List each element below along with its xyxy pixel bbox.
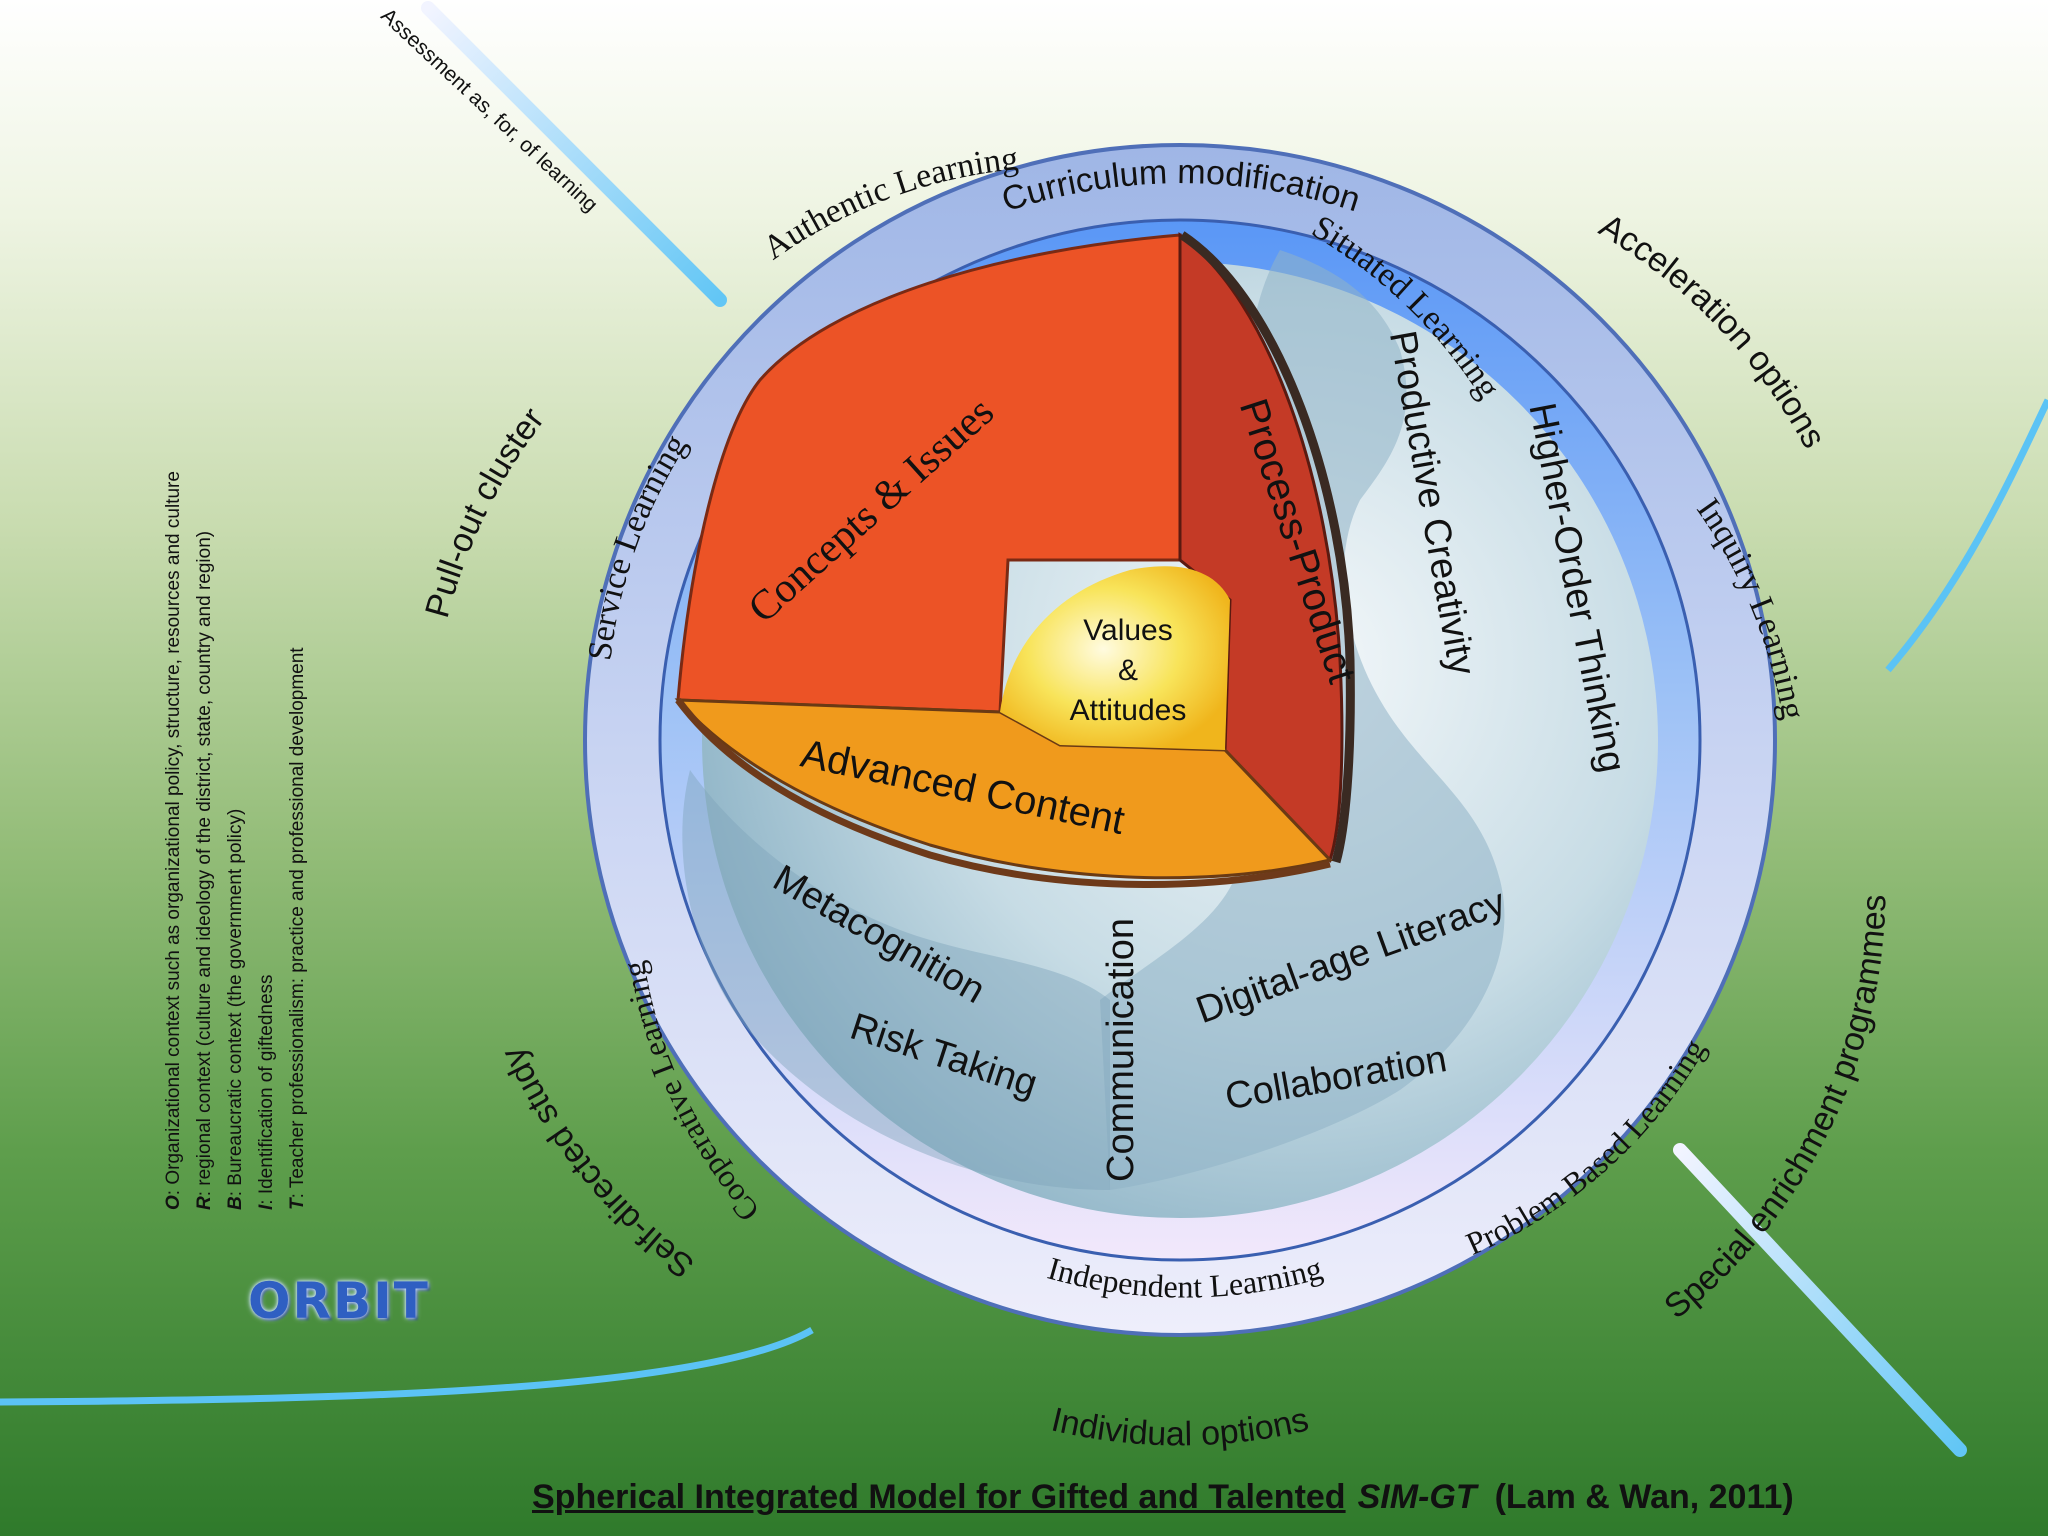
caption-title: Spherical Integrated Model for Gifted an… [532, 1478, 1346, 1516]
legend-item-r: R: regional context (culture and ideolog… [194, 530, 215, 1210]
orbit-line-top [421, 1, 727, 307]
outer-label-top-left: Pull-out cluster [418, 401, 552, 622]
advanced-wedge-edge [675, 697, 1331, 888]
continent-shape-south [682, 770, 1110, 1190]
orbit-label: ORBIT [248, 1272, 430, 1330]
concepts-wedge [676, 233, 1182, 714]
caption-model: SIM-GT [1357, 1478, 1477, 1516]
process-wedge-edge [1179, 231, 1355, 864]
legend-item-i: I: Identification of giftedness [256, 974, 277, 1210]
legend-item-o: O: Organizational context such as organi… [163, 471, 184, 1210]
caption-citation: (Lam & Wan, 2011) [1494, 1478, 1794, 1516]
legend-item-t: T: Teacher professionalism: practice and… [287, 647, 308, 1210]
advanced-wedge [674, 698, 1333, 880]
orbit-arc-left [0, 1326, 814, 1406]
legend-item-b: B: Bureaucratic context (the government … [225, 808, 246, 1210]
values-label-line3: Attitudes [1070, 694, 1187, 727]
values-core [1000, 566, 1230, 750]
skill-communication: Communication [1100, 918, 1142, 1182]
legend: O: Organizational context such as organi… [158, 210, 313, 1210]
orbit-arc-right [1885, 398, 2048, 673]
caption: Spherical Integrated Model for Gifted an… [532, 1478, 1794, 1517]
orbit-line-bottom [1673, 1143, 1967, 1457]
process-wedge [1178, 232, 1344, 863]
values-label-line2: & [1118, 654, 1138, 687]
values-label-line1: Values [1083, 614, 1173, 647]
outer-label-bottom: Individual options [1048, 1401, 1312, 1454]
